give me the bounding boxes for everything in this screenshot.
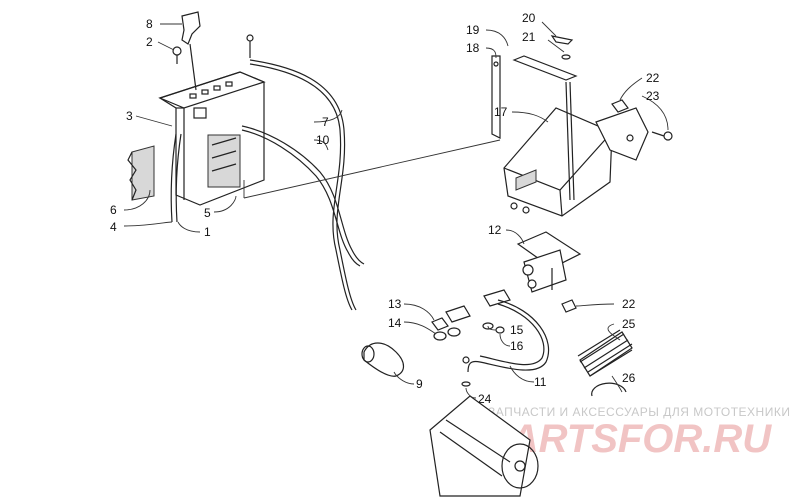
label-21: 21 [522,30,536,44]
label-14: 14 [388,316,402,330]
cable-10-edge [241,129,361,267]
label-12: 12 [488,223,502,237]
snap-ring-26 [591,382,627,397]
label-2: 2 [146,35,153,49]
label-15: 15 [510,323,524,337]
vent-tube-edge [175,133,182,223]
solenoid [516,231,582,293]
label-22-bottom: 22 [622,297,636,311]
label-24: 24 [478,392,492,406]
nut-22-top [611,99,629,113]
cable-7 [249,59,357,311]
bolt-2 [172,46,182,64]
washer-21 [561,54,571,60]
washer-14 [433,327,461,341]
cable-10 [241,125,365,265]
starter-motor [429,395,539,497]
label-11: 11 [534,375,547,389]
label-20: 20 [522,11,536,25]
tray-rod [565,81,571,201]
label-1: 1 [204,225,211,239]
strap-18 [512,55,578,81]
cable-11-edge [479,303,545,366]
label-3: 3 [126,109,133,123]
vent-tube [170,133,177,223]
cable-11 [467,299,550,373]
watermark-tagline: ЗАПЧАСТИ И АКСЕССУАРЫ ДЛЯ МОТОТЕХНИКИ [488,405,790,419]
cable-7-edge [249,63,353,311]
cable-terminals [445,289,511,323]
label-26: 26 [622,371,636,385]
label-8: 8 [146,17,153,31]
nut-13 [431,317,449,331]
washer-16 [495,326,505,334]
battery-shield [127,145,155,201]
label-7: 7 [322,115,329,129]
label-23: 23 [646,89,660,103]
label-4: 4 [110,220,117,234]
watermark-brand: PARTSFOR.RU [486,417,772,461]
bolt-24 [461,356,471,387]
leader-lines [123,21,669,399]
bolt-23 [651,131,673,141]
label-5: 5 [204,206,211,220]
label-16: 16 [510,339,524,353]
connector-line [243,139,501,199]
label-10: 10 [316,133,330,147]
nut-22-bottom [561,299,577,313]
label-9: 9 [416,377,423,391]
label-17: 17 [494,105,508,119]
part-labels: 8 2 3 6 4 5 1 7 10 19 18 20 21 17 22 23 … [110,11,660,406]
spring-25 [577,329,633,377]
label-19: 19 [466,23,480,37]
wing-nut-20 [550,35,574,45]
label-18: 18 [466,41,480,55]
label-22-top: 22 [646,71,660,85]
battery [158,71,266,206]
terminal-cover [181,11,201,91]
label-13: 13 [388,297,402,311]
bracket-19 [491,55,501,139]
cable-7-bolt [246,34,254,42]
label-25: 25 [622,317,636,331]
battery-tray [503,107,649,217]
boot-9 [361,342,405,377]
label-6: 6 [110,203,117,217]
